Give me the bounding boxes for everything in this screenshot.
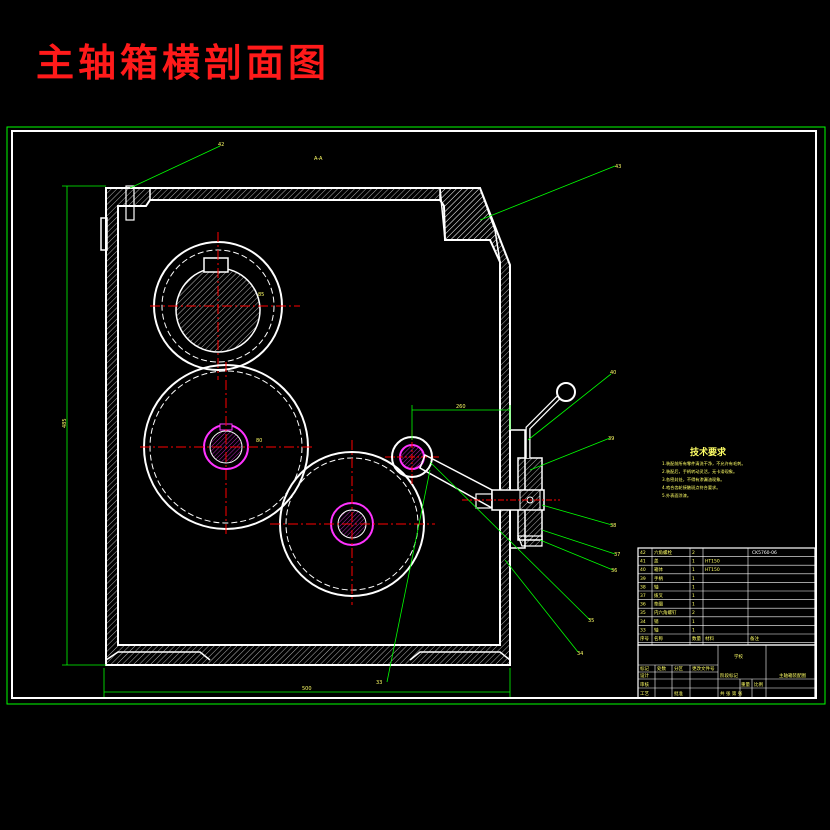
callout-34: 34 (577, 651, 583, 657)
parts-cell: 33 (640, 627, 646, 633)
notes-title: 技术要求 (690, 446, 727, 458)
dim-dia: 85 (258, 292, 264, 298)
parts-header-cell: 名称 (654, 635, 663, 642)
title-block: 主轴箱装配图 学校 设计 审核 工艺 批准 阶段标记 重量 比例 共 张 第 张… (637, 644, 816, 699)
dim-width: 500 (302, 686, 312, 692)
parts-cell: 箱体 (654, 566, 663, 573)
parts-cell: 1 (692, 584, 695, 590)
parts-cell: 1 (692, 593, 695, 599)
inner-frame (11, 130, 817, 699)
parts-header-cell: 备注 (750, 635, 759, 642)
gearbox-housing (100, 185, 526, 666)
parts-cell: 轴 (654, 583, 659, 590)
callout-43: 43 (615, 164, 621, 170)
technical-notes: 技术要求 1.装配前所有零件清洗干净，不允许有毛刺。 2.装配后，手柄转动灵活，… (662, 446, 746, 499)
parts-cell: 34 (640, 619, 646, 625)
title-block-name: 主轴箱装配图 (779, 672, 806, 679)
parts-cell: 垫圈 (654, 601, 663, 608)
page-title: 主轴箱横剖面图 (36, 40, 331, 85)
notes-line: 5.外表面涂漆。 (662, 492, 691, 499)
title-block-row-3: 更改文件号 (692, 665, 715, 672)
parts-cell: 2 (692, 610, 695, 616)
shift-lever (462, 382, 576, 547)
title-block-approve: 批准 (674, 690, 683, 697)
callout-42: 42 (218, 142, 224, 148)
parts-cell: 1 (692, 602, 695, 608)
parts-cell: 37 (640, 593, 646, 599)
parts-header-cell: 序号 (640, 635, 649, 642)
parts-cell: 拨叉 (654, 592, 663, 599)
parts-cell: HT150 (705, 567, 720, 573)
parts-cell: 1 (692, 576, 695, 582)
title-block-process: 工艺 (640, 691, 649, 697)
parts-cell: 36 (640, 602, 646, 608)
title-block-check: 审核 (640, 681, 649, 688)
dim-gear: 80 (256, 438, 262, 444)
parts-cell: 1 (692, 627, 695, 633)
parts-cell: 39 (640, 576, 646, 582)
parts-header-cell: 材料 (705, 635, 714, 642)
callout-39: 39 (608, 436, 614, 442)
parts-cell: 38 (640, 584, 646, 590)
dim-offset: 260 (456, 404, 466, 410)
upper-gear (150, 232, 300, 380)
parts-cell: 42 (640, 550, 646, 556)
parts-cell: 内六角螺钉 (654, 609, 677, 616)
parts-cell: 轴 (654, 626, 659, 633)
callout-40: 40 (610, 370, 616, 376)
dim-height: 485 (62, 418, 68, 428)
parts-cell: 六角螺栓 (654, 549, 672, 556)
parts-cell: 2 (692, 550, 695, 556)
callout-numbers: 42 43 40 39 38 37 36 35 34 33 (218, 142, 621, 686)
parts-cell: 1 (692, 619, 695, 625)
title-block-row-0: 标记 (640, 665, 649, 672)
parts-cell: 1 (692, 567, 695, 573)
parts-cell: 盖 (654, 558, 659, 565)
middle-gear (140, 362, 315, 535)
title-block-scale: 比例 (754, 681, 763, 688)
dimension-lines (62, 145, 616, 697)
parts-cell: 销 (654, 618, 659, 625)
parts-cell: HT150 (705, 559, 720, 565)
callout-38: 38 (610, 523, 616, 529)
title-block-unit: 学校 (734, 653, 743, 660)
parts-cell: 41 (640, 559, 646, 565)
parts-cell: 1 (692, 559, 695, 565)
title-block-stage: 阶段标记 (720, 672, 738, 679)
title-block-row-2: 分区 (674, 665, 683, 672)
notes-line: 2.装配后，手柄转动灵活，无卡滞现象。 (662, 468, 737, 475)
callout-33: 33 (376, 680, 382, 686)
parts-cell: 35 (640, 610, 646, 616)
drawing-number: CK5760-06 (752, 550, 777, 556)
outer-frame (6, 126, 826, 705)
parts-header-cell: 数量 (692, 635, 701, 642)
title-block-design: 设计 (640, 672, 649, 679)
lower-gear (270, 440, 435, 605)
notes-line: 3.各密封处，不得有渗漏油现象。 (662, 476, 725, 483)
title-block-sheet: 共 张 第 张 (720, 690, 743, 697)
callout-36: 36 (611, 568, 617, 574)
callout-37: 37 (614, 552, 620, 558)
title-block-weight: 重量 (741, 681, 750, 688)
parts-cell: 手柄 (654, 575, 663, 582)
view-label: A-A (314, 156, 323, 162)
title-block-row-1: 处数 (657, 665, 666, 672)
notes-line: 4.啮合齿轮接触斑点符合要求。 (662, 484, 720, 491)
callout-35: 35 (588, 618, 594, 624)
parts-cell: 40 (640, 567, 646, 573)
notes-line: 1.装配前所有零件清洗干净，不允许有毛刺。 (662, 460, 746, 467)
